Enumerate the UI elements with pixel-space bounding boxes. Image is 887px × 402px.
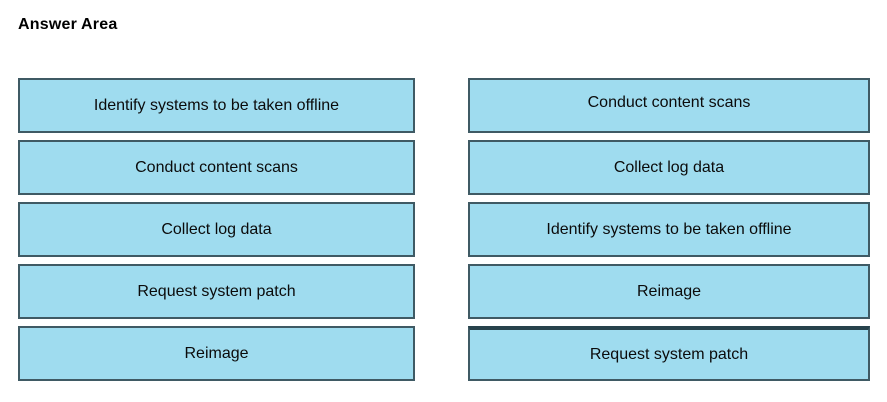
list-item[interactable]: Reimage bbox=[18, 326, 415, 381]
list-item[interactable]: Identify systems to be taken offline bbox=[18, 78, 415, 133]
list-item-label: Identify systems to be taken offline bbox=[546, 220, 792, 238]
left-column: Identify systems to be taken offline Con… bbox=[18, 78, 415, 381]
page-title: Answer Area bbox=[18, 16, 118, 33]
list-item-label: Request system patch bbox=[589, 345, 749, 363]
list-item[interactable]: Reimage bbox=[468, 264, 870, 319]
list-item-label: Reimage bbox=[636, 282, 702, 300]
list-item-label: Reimage bbox=[184, 344, 249, 362]
list-item-label: Collect log data bbox=[613, 158, 725, 176]
list-item-label: Conduct content scans bbox=[587, 93, 751, 111]
list-item-label: Identify systems to be taken offline bbox=[93, 96, 340, 114]
list-item[interactable]: Identify systems to be taken offline bbox=[468, 202, 870, 257]
list-item-label: Collect log data bbox=[161, 220, 272, 238]
list-item[interactable]: Conduct content scans bbox=[18, 140, 415, 195]
list-item[interactable]: Collect log data bbox=[468, 140, 870, 195]
list-item[interactable]: Conduct content scans bbox=[468, 78, 870, 133]
right-column: Conduct content scans Collect log data I… bbox=[468, 78, 870, 381]
list-item[interactable]: Request system patch bbox=[468, 326, 870, 381]
list-item-label: Conduct content scans bbox=[135, 158, 298, 176]
list-item[interactable]: Request system patch bbox=[18, 264, 415, 319]
list-item-label: Request system patch bbox=[137, 282, 296, 300]
list-item[interactable]: Collect log data bbox=[18, 202, 415, 257]
